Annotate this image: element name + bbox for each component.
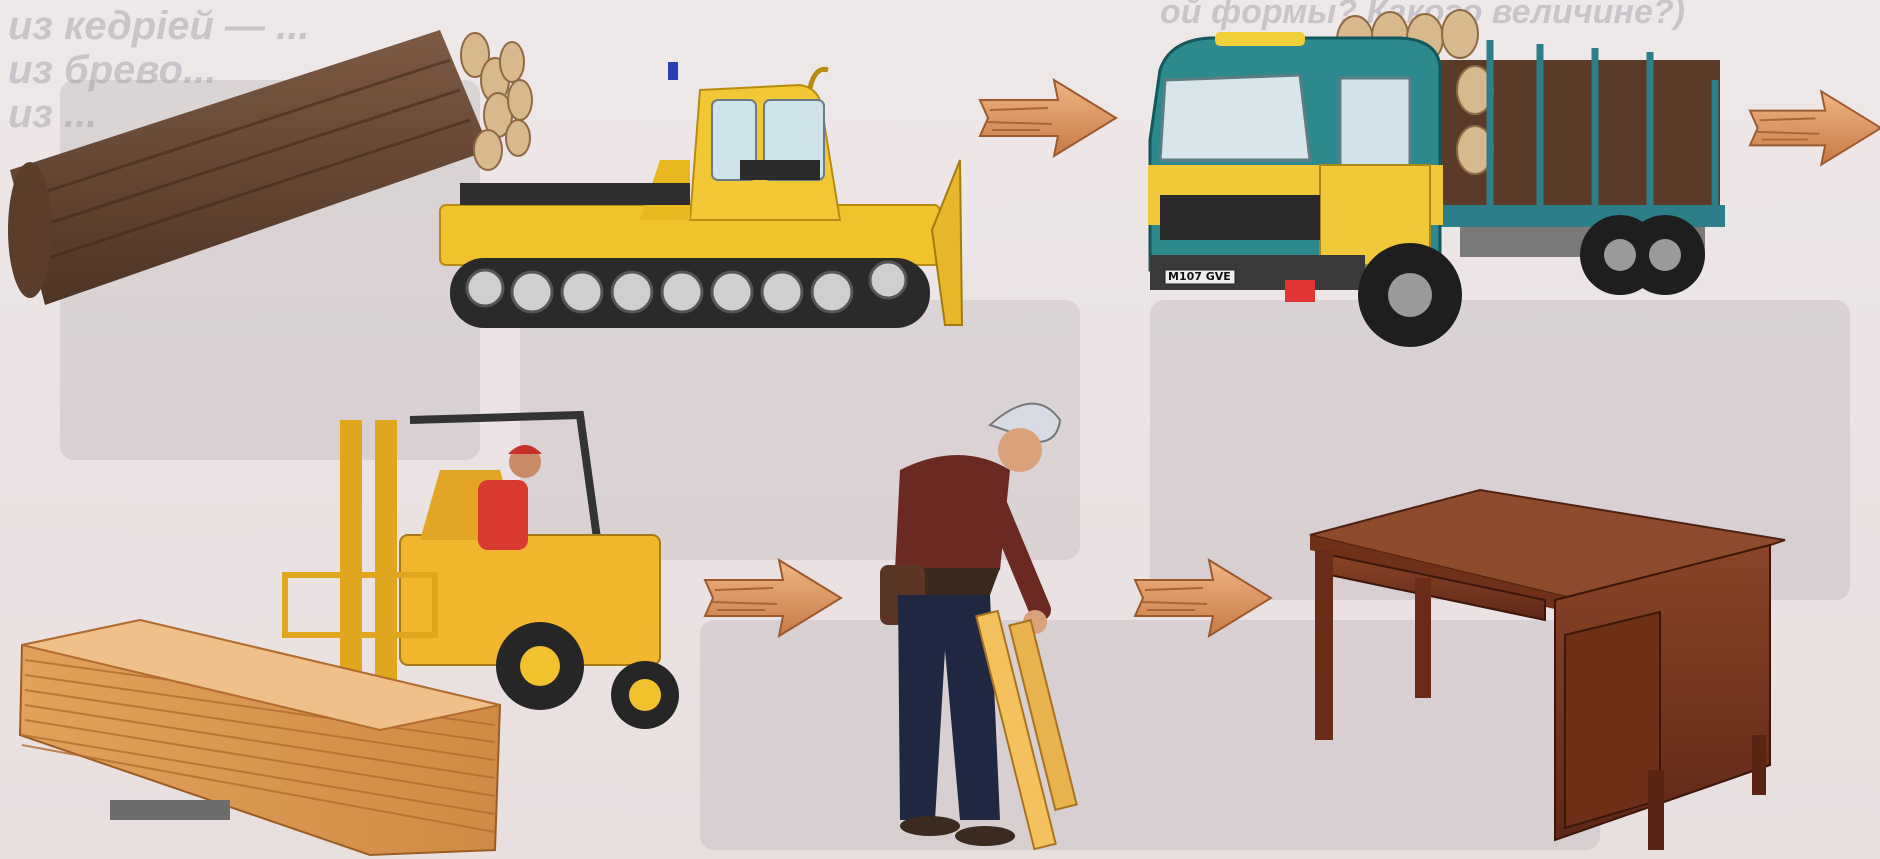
arrow-step-3 — [705, 560, 841, 636]
truck-license-plate: M107 GVE — [1168, 270, 1231, 283]
arrow-step-2 — [1750, 91, 1880, 164]
timber-truck — [1148, 10, 1725, 347]
wooden-desk — [1310, 490, 1785, 850]
arrow-step-1 — [980, 80, 1116, 156]
carpenter — [880, 404, 1077, 849]
arrow-step-4 — [1135, 560, 1271, 636]
